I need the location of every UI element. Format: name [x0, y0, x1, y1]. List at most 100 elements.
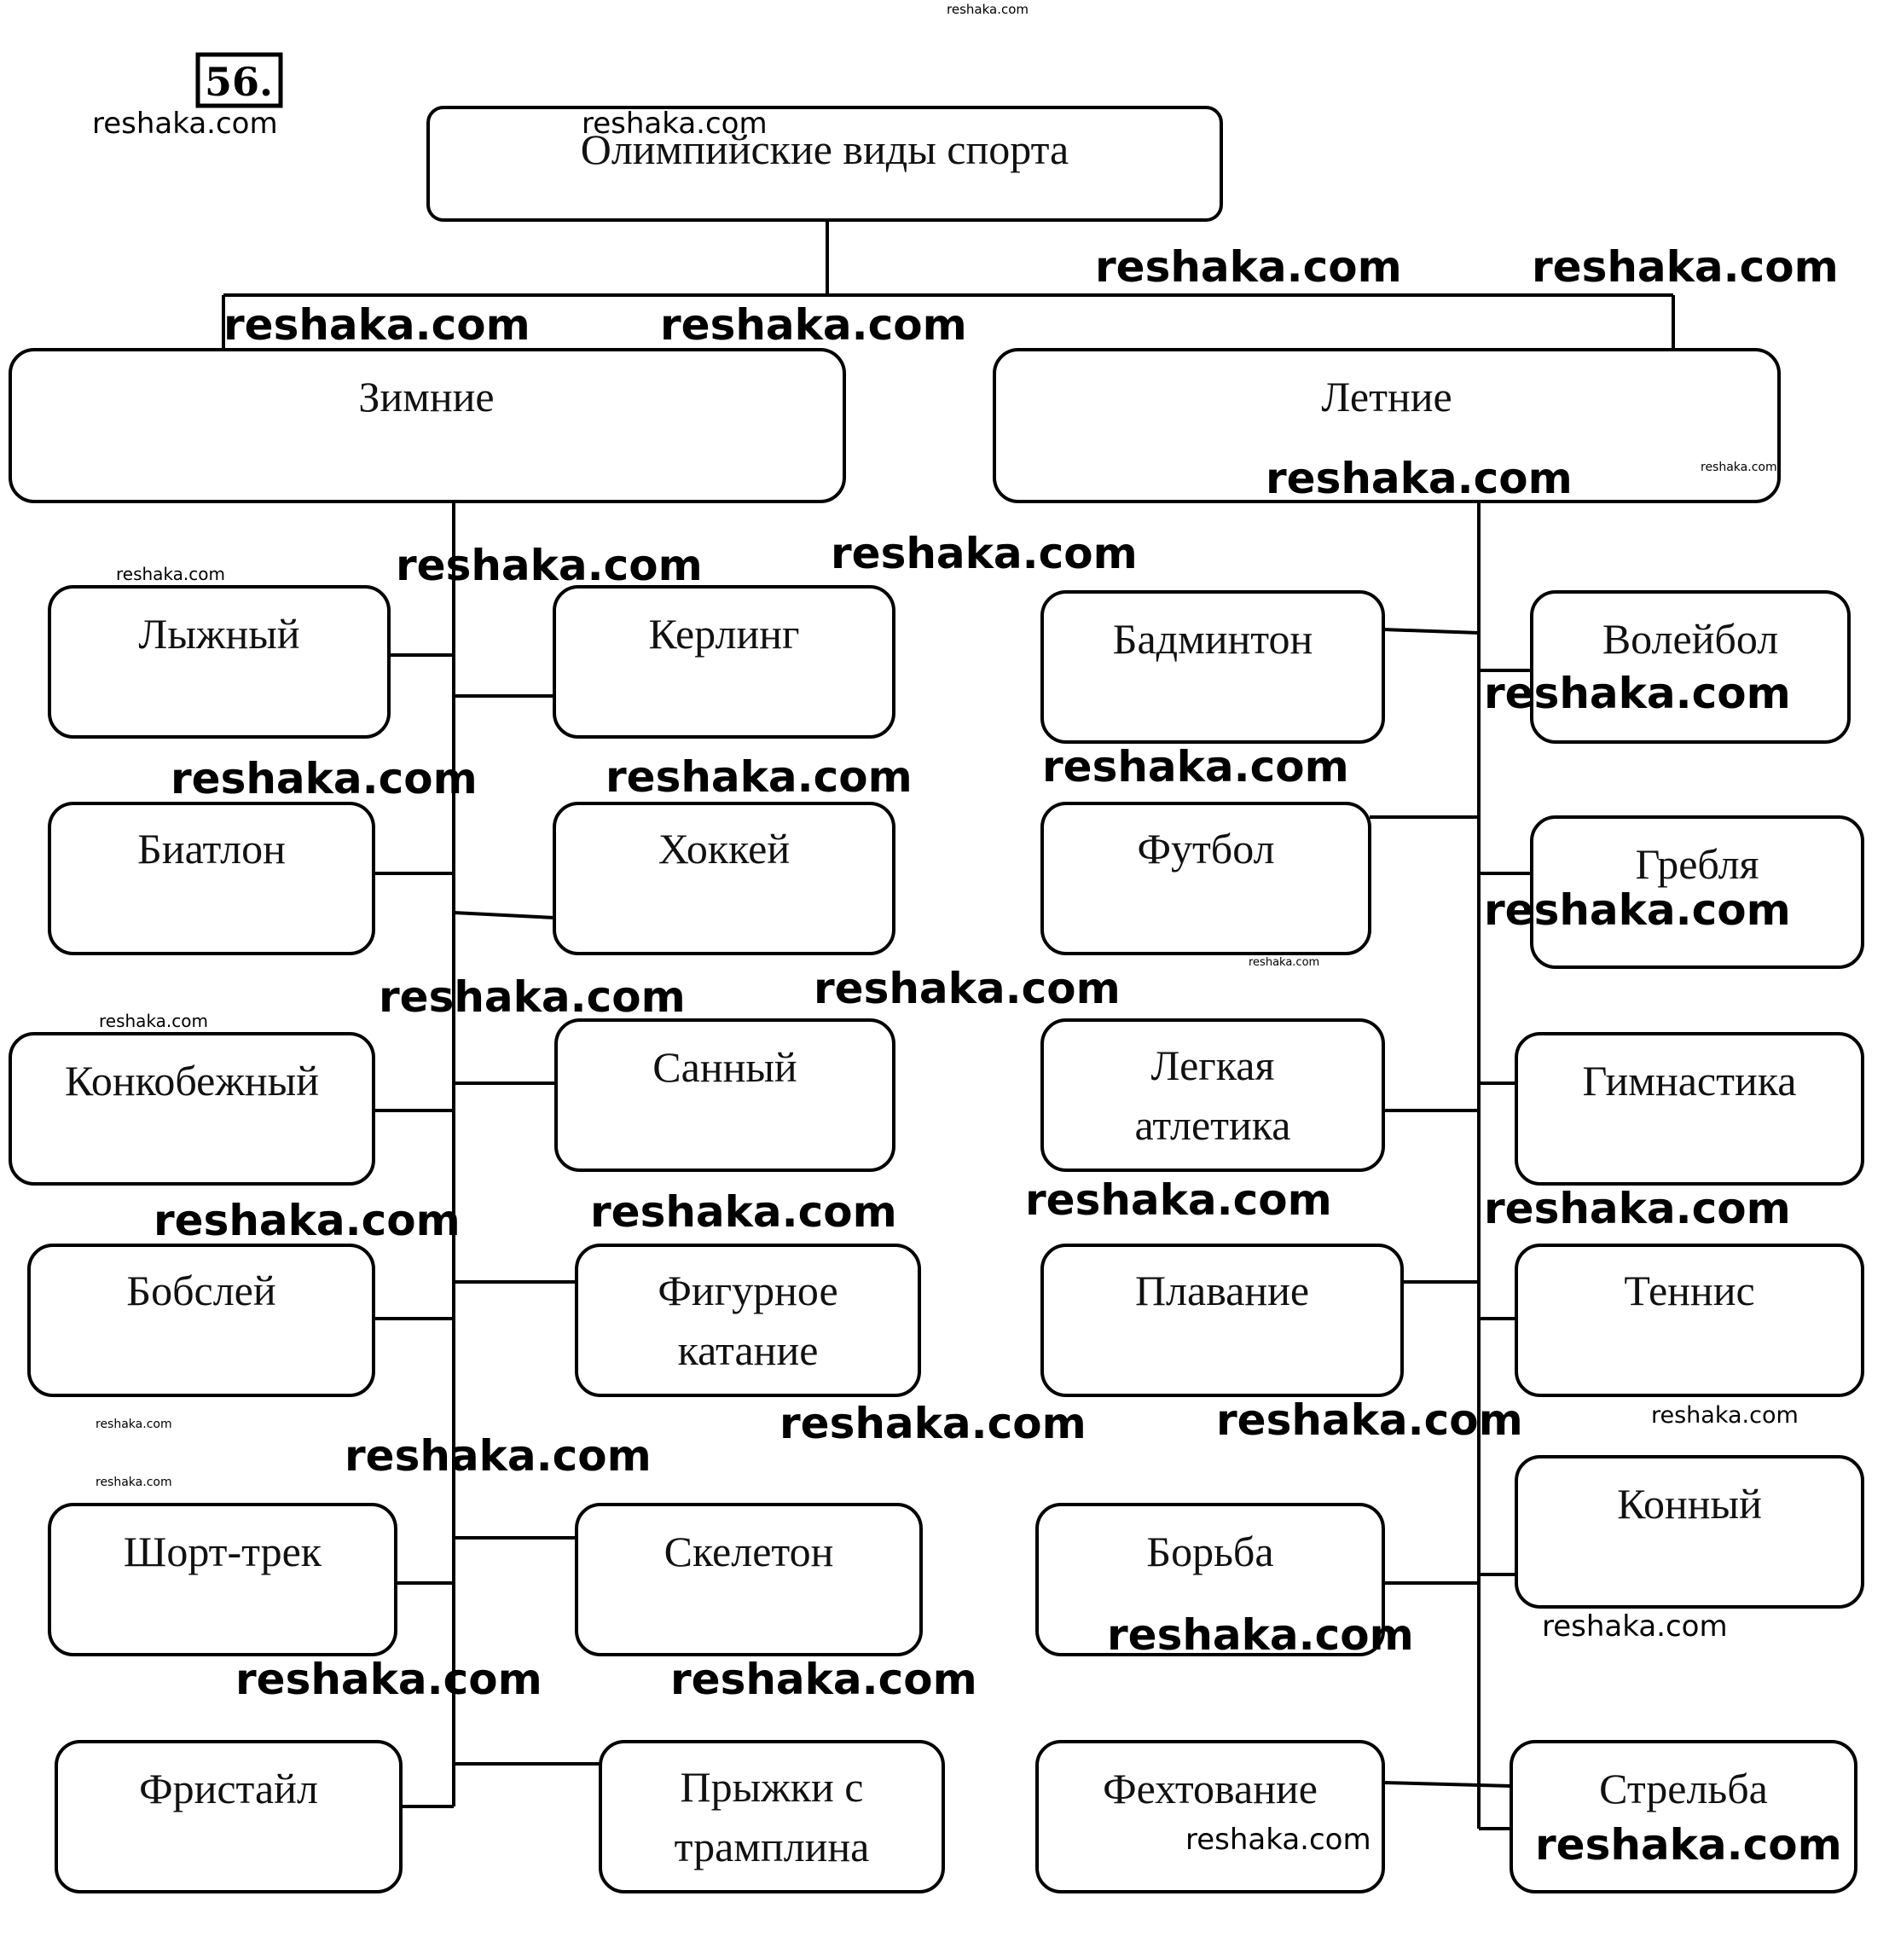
- sport-label: Волейбол: [1602, 615, 1778, 663]
- watermark: reshaka.com: [606, 752, 913, 802]
- sport-node: Шорт-трек: [48, 1503, 397, 1656]
- watermark: reshaka.com: [1249, 956, 1319, 969]
- watermark: reshaka.com: [116, 564, 225, 584]
- sport-node: Фристайл: [55, 1740, 403, 1893]
- sport-label: Биатлон: [137, 825, 286, 873]
- watermark: reshaka.com: [660, 300, 967, 350]
- sport-label: Гимнастика: [1583, 1057, 1797, 1105]
- exercise-number: 56.: [205, 59, 273, 105]
- sport-label-line: Прыжки с: [681, 1763, 864, 1811]
- sport-label: Бадминтон: [1113, 615, 1313, 663]
- sport-label-line: трамплина: [675, 1823, 870, 1870]
- category-winter-label: Зимние: [358, 373, 494, 420]
- sport-label: Фристайл: [139, 1765, 318, 1812]
- sport-label: Хоккей: [658, 825, 790, 873]
- watermark: reshaka.com: [1484, 885, 1791, 935]
- watermark: reshaka.com: [1532, 242, 1839, 292]
- watermark: reshaka.com: [582, 107, 768, 141]
- sport-label: Конкобежный: [65, 1057, 319, 1105]
- sport-label: Шорт-трек: [124, 1528, 322, 1575]
- sport-label-line: Фигурное: [658, 1267, 837, 1314]
- watermark: reshaka.com: [1107, 1610, 1414, 1660]
- root-label: Олимпийские виды спорта: [581, 125, 1069, 173]
- watermark: reshaka.com: [99, 1011, 208, 1031]
- category-summer: Летние: [993, 348, 1781, 503]
- sport-label: Керлинг: [649, 610, 800, 658]
- watermark: reshaka.com: [590, 1187, 897, 1237]
- sport-label: Фехтование: [1103, 1765, 1318, 1812]
- sport-label: Конный: [1617, 1480, 1762, 1528]
- sport-label: Стрельба: [1599, 1765, 1768, 1812]
- sport-node: Фигурное катание: [575, 1244, 921, 1397]
- watermark: reshaka.com: [396, 541, 703, 590]
- sport-node: Теннис: [1515, 1244, 1864, 1397]
- watermark: reshaka.com: [1095, 242, 1402, 292]
- watermark: reshaka.com: [92, 107, 278, 141]
- sport-node: Гимнастика: [1515, 1032, 1864, 1186]
- watermark: reshaka.com: [1701, 461, 1777, 474]
- watermark: reshaka.com: [1266, 454, 1573, 503]
- root-node: Олимпийские виды спорта: [426, 106, 1223, 222]
- sport-node: Биатлон: [48, 802, 375, 955]
- sport-node: Скелетон: [575, 1503, 923, 1656]
- watermark: reshaka.com: [831, 529, 1138, 578]
- sport-label: Фигурное катание: [658, 1267, 837, 1374]
- sport-label: Плавание: [1135, 1267, 1309, 1314]
- watermark: reshaka.com: [1484, 669, 1791, 718]
- sport-node: Конкобежный: [9, 1032, 375, 1186]
- watermark: reshaka.com: [223, 300, 530, 350]
- sport-node: Гребля: [1530, 815, 1864, 969]
- watermark: reshaka.com: [1484, 1184, 1791, 1233]
- sport-node: Санный: [554, 1018, 895, 1172]
- watermark: reshaka.com: [1025, 1175, 1332, 1225]
- sport-label: Бобслей: [126, 1267, 275, 1314]
- sport-label-line: катание: [678, 1326, 819, 1374]
- sport-label: Борьба: [1146, 1528, 1273, 1575]
- category-winter: Зимние: [9, 348, 846, 503]
- watermark: reshaka.com: [154, 1196, 461, 1245]
- watermark: reshaka.com: [947, 2, 1029, 17]
- watermark: reshaka.com: [814, 964, 1121, 1013]
- sport-label-line: Легкая: [1151, 1041, 1275, 1089]
- watermark: reshaka.com: [235, 1655, 542, 1704]
- sport-label: Прыжки с трамплина: [675, 1763, 870, 1870]
- sport-node: Прыжки с трамплина: [599, 1740, 945, 1893]
- connector-lines: [222, 220, 1675, 1830]
- watermark: reshaka.com: [1535, 1820, 1842, 1870]
- exercise-number-frame: [195, 52, 283, 108]
- sport-label: Легкая атлетика: [1135, 1041, 1291, 1149]
- watermark: reshaka.com: [171, 754, 478, 803]
- sport-label: Гребля: [1635, 840, 1759, 888]
- watermark: reshaka.com: [96, 1418, 172, 1431]
- sport-node: Бадминтон: [1040, 590, 1385, 744]
- sport-node: Бобслей: [27, 1244, 375, 1397]
- watermark: reshaka.com: [670, 1655, 977, 1704]
- sport-label: Футбол: [1137, 825, 1274, 873]
- watermark-layer: reshaka.com reshaka.com reshaka.com resh…: [92, 2, 1842, 1870]
- sport-label-line: атлетика: [1135, 1101, 1291, 1149]
- sport-node: Фехтование: [1035, 1740, 1385, 1893]
- sport-node: Лыжный: [48, 585, 391, 739]
- sport-label: Скелетон: [664, 1528, 834, 1575]
- sport-node: Борьба: [1035, 1503, 1385, 1656]
- watermark: reshaka.com: [1542, 1609, 1728, 1644]
- watermark: reshaka.com: [345, 1431, 652, 1481]
- sport-label: Лыжный: [138, 610, 299, 658]
- sport-node: Волейбол: [1530, 590, 1851, 744]
- sport-node: Хоккей: [553, 802, 895, 955]
- watermark: reshaka.com: [1216, 1395, 1523, 1445]
- watermark: reshaka.com: [779, 1399, 1087, 1448]
- watermark: reshaka.com: [1651, 1402, 1799, 1429]
- watermark: reshaka.com: [96, 1476, 172, 1489]
- sport-node: Футбол: [1040, 802, 1371, 955]
- sport-label: Санный: [652, 1043, 797, 1091]
- watermark: reshaka.com: [1185, 1823, 1371, 1857]
- watermark: reshaka.com: [1042, 742, 1349, 792]
- sport-node: Конный: [1515, 1455, 1864, 1609]
- sport-node: Керлинг: [553, 585, 895, 739]
- sport-node: Плавание: [1040, 1244, 1404, 1397]
- sport-node: Стрельба: [1510, 1740, 1857, 1893]
- category-summer-label: Летние: [1321, 373, 1452, 420]
- watermark: reshaka.com: [379, 972, 686, 1022]
